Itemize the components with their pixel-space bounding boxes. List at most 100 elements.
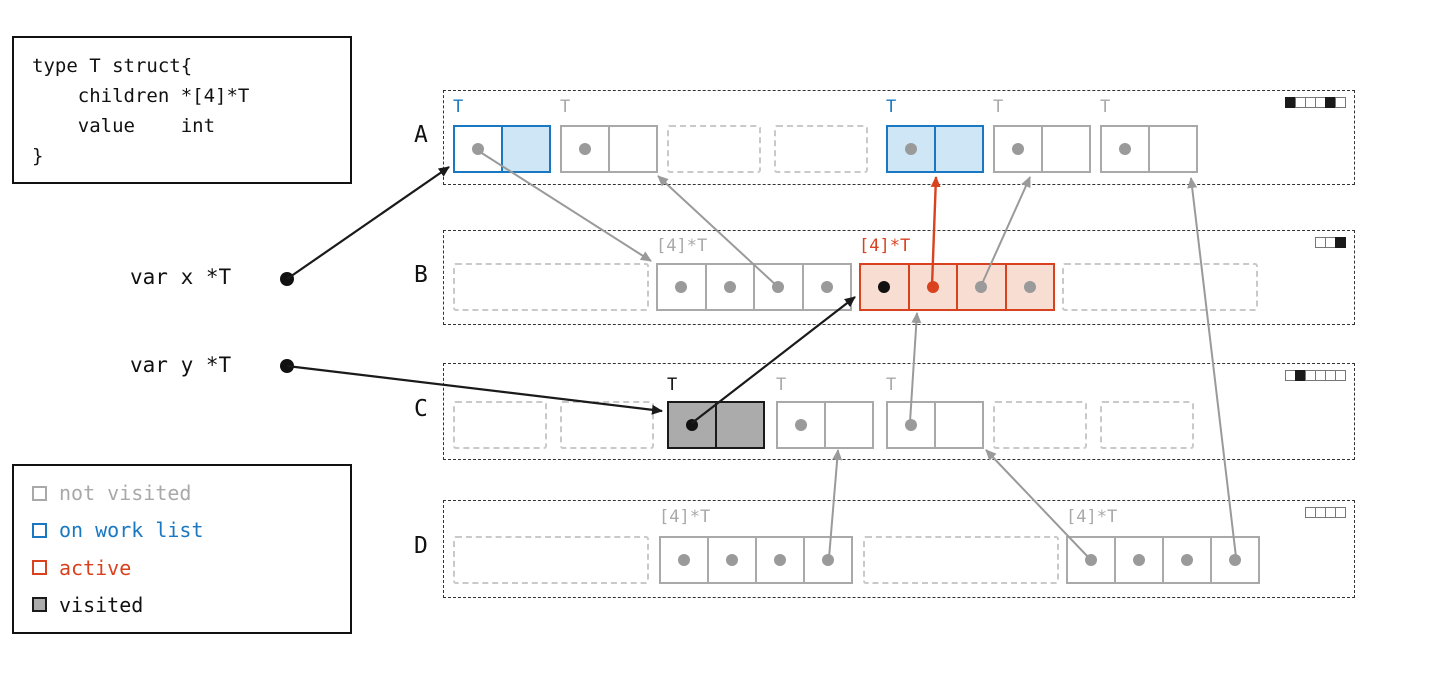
legend-label: active: [59, 555, 132, 580]
a-empty1: [667, 125, 761, 173]
allocation-bitmap: [1285, 370, 1346, 381]
b-array2: [859, 263, 1055, 311]
legend-item-on-work-list: on work list: [32, 518, 332, 542]
object-cell: [995, 127, 1041, 171]
memory-region-b: [4]*T[4]*T: [443, 230, 1355, 325]
object-cell: [715, 403, 763, 447]
pointer-dot: [1181, 554, 1193, 566]
pointer-dot: [1119, 143, 1131, 155]
type-label: T: [1100, 97, 1111, 117]
memory-region-d: [4]*T [4]*T: [443, 500, 1355, 598]
code-line: }: [32, 145, 44, 167]
legend-label: not visited: [59, 481, 192, 505]
pointer-dot: [905, 419, 917, 431]
type-label: T: [667, 375, 678, 395]
type-label: T: [453, 97, 464, 117]
b-empty1: [453, 263, 649, 311]
object-cell: [803, 538, 851, 582]
pointer-dot: [723, 281, 736, 293]
a-obj1: [453, 125, 551, 173]
object-cell: [1162, 538, 1210, 582]
b-empty2: [1062, 263, 1258, 311]
allocation-bitmap: [1315, 237, 1346, 248]
pointer-dot: [1023, 281, 1036, 293]
c-obj5: [886, 401, 984, 449]
type-label: [4]*T: [1066, 507, 1118, 527]
object-cell: [801, 265, 851, 309]
legend-item-active: active: [32, 556, 332, 580]
var-x-pointer-dot: [280, 272, 294, 286]
object-cell: [608, 127, 656, 171]
pointer-dot: [1229, 554, 1241, 566]
d-array1: [659, 536, 853, 584]
active-swatch-icon: [32, 560, 47, 576]
pointer-dot: [774, 554, 786, 566]
var-y-pointer-dot: [280, 359, 294, 373]
object-cell: [1068, 538, 1114, 582]
pointer-dot: [820, 281, 833, 293]
c-empty2: [560, 401, 654, 449]
legend-item-visited: visited: [32, 593, 332, 617]
c-obj3: [667, 401, 765, 449]
object-cell: [562, 127, 608, 171]
object-cell: [824, 403, 872, 447]
object-cell: [501, 127, 549, 171]
type-label: [4]*T: [659, 507, 711, 527]
bitmap-cell: [1335, 507, 1346, 518]
legend-label: visited: [59, 592, 144, 617]
type-label: T: [560, 97, 571, 117]
object-cell: [1004, 265, 1054, 309]
d-empty2: [863, 536, 1059, 584]
pointer-dot: [905, 143, 917, 155]
c-obj4: [776, 401, 874, 449]
pointer-dot: [675, 281, 688, 293]
code-line: type T struct{: [32, 55, 193, 77]
a-obj7: [1100, 125, 1198, 173]
object-cell: [658, 265, 705, 309]
type-label: T: [993, 97, 1004, 117]
pointer-dot: [878, 281, 891, 293]
object-cell: [753, 265, 802, 309]
object-cell: [934, 403, 982, 447]
region-label-a: A: [414, 121, 428, 148]
pointer-dot: [726, 554, 738, 566]
type-label: T: [886, 97, 897, 117]
pointer-dot: [579, 143, 591, 155]
type-label: T: [886, 375, 897, 395]
object-cell: [956, 265, 1005, 309]
legend-item-not-visited: not visited: [32, 481, 332, 505]
on-work-list-swatch-icon: [32, 522, 47, 538]
legend-label: on work list: [59, 518, 204, 543]
pointer-dot: [472, 143, 484, 155]
pointer-dot: [795, 419, 807, 431]
type-label: [4]*T: [859, 236, 911, 256]
a-obj2: [560, 125, 658, 173]
visited-swatch-icon: [32, 597, 47, 613]
object-cell: [888, 127, 934, 171]
legend-box: not visited on work list active visited: [12, 464, 352, 634]
allocation-bitmap: [1285, 97, 1346, 108]
region-label-d: D: [414, 533, 428, 559]
object-cell: [1210, 538, 1258, 582]
bitmap-cell: [1335, 97, 1346, 108]
type-label: T: [776, 375, 787, 395]
object-cell: [907, 265, 957, 309]
object-cell: [1114, 538, 1162, 582]
c-empty4: [1100, 401, 1194, 449]
bitmap-cell: [1335, 237, 1346, 248]
object-cell: [707, 538, 755, 582]
object-cell: [1041, 127, 1089, 171]
var-x-label: var x *T: [130, 265, 232, 289]
region-label-b: B: [414, 261, 428, 288]
pointer-dot: [975, 281, 988, 293]
pointer-dot: [926, 281, 939, 293]
c-empty1: [453, 401, 547, 449]
allocation-bitmap: [1305, 507, 1346, 518]
pointer-dot: [1012, 143, 1024, 155]
pointer-dot: [1133, 554, 1145, 566]
object-cell: [1148, 127, 1196, 171]
object-cell: [778, 403, 824, 447]
